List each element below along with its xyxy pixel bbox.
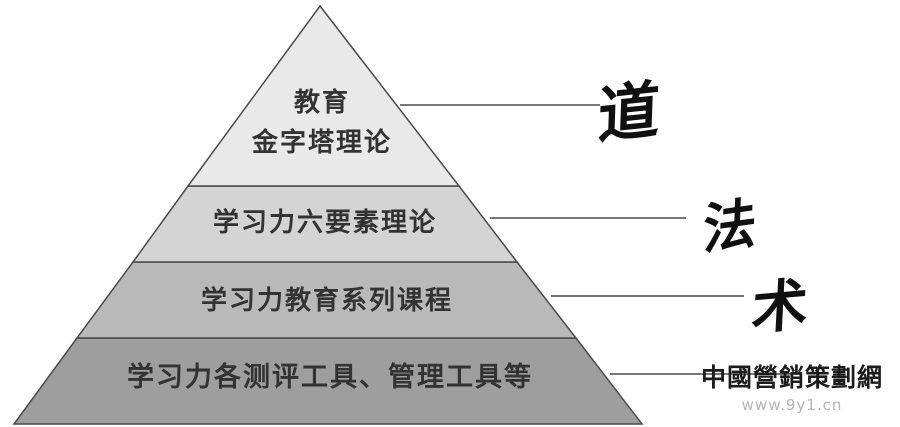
- layer-3-label: 学习力教育系列课程: [200, 286, 454, 316]
- side-label-dao: 道: [596, 72, 661, 153]
- layer-1-label-line2: 金字塔理论: [251, 128, 393, 158]
- side-label-shu: 术: [750, 271, 810, 343]
- watermark-site-name: 中國營銷策劃網: [700, 363, 883, 392]
- watermark: 中國營銷策劃網 www.9y1.cn: [692, 358, 892, 414]
- side-label-fa: 法: [701, 189, 758, 263]
- layer-1-label-line1: 教育: [293, 88, 351, 118]
- watermark-url: www.9y1.cn: [741, 396, 843, 414]
- pyramid-layer-1-shape: [186, 4, 461, 187]
- layer-2-label: 学习力六要素理论: [212, 208, 438, 238]
- layer-4-label: 学习力各测评工具、管理工具等: [127, 362, 533, 393]
